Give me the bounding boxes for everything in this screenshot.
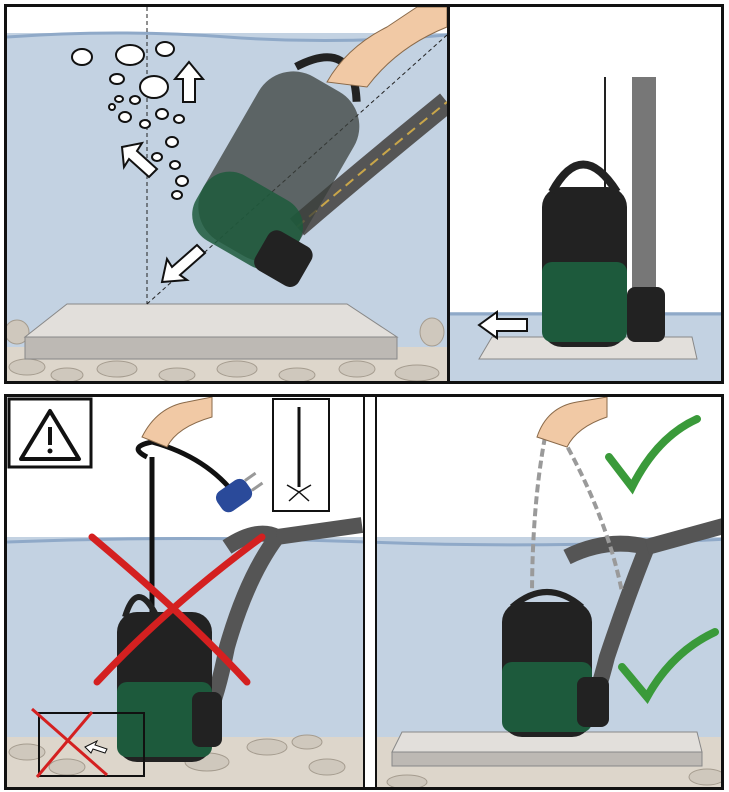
hose-icon — [632, 77, 656, 292]
hand-icon — [141, 397, 213, 448]
arrow-down-left-icon — [160, 243, 207, 284]
top-illustration — [7, 7, 721, 381]
bottom-illustration — [7, 397, 721, 787]
chain-icon — [530, 436, 624, 598]
submersible-pump-icon — [502, 589, 609, 737]
small-cross-icon — [31, 707, 108, 778]
check-icon — [618, 628, 719, 705]
submersible-pump-icon — [117, 594, 222, 762]
arrow-up-left-icon — [120, 141, 159, 179]
warning-triangle-icon — [19, 409, 81, 461]
panel-divider — [363, 397, 365, 787]
top-panel — [4, 4, 724, 384]
arrow-right-icon — [84, 739, 108, 754]
submersible-pump-icon — [192, 53, 361, 287]
air-bubbles-icon — [71, 41, 189, 200]
base-plate — [23, 303, 399, 338]
cross-icon — [88, 533, 266, 686]
damaged-cable-icon — [272, 398, 330, 512]
check-icon — [605, 415, 701, 495]
hand-icon — [536, 397, 608, 448]
hose-icon — [199, 525, 290, 721]
bottom-panel — [4, 394, 724, 790]
cable-plug-icon — [215, 471, 264, 513]
arrow-left-icon — [477, 310, 528, 340]
stones — [7, 317, 445, 381]
submersible-pump-icon — [542, 160, 665, 347]
base-plate-edge — [24, 336, 398, 360]
arrow-up-icon — [172, 60, 206, 103]
panel-divider — [447, 7, 450, 381]
stones — [8, 734, 721, 787]
